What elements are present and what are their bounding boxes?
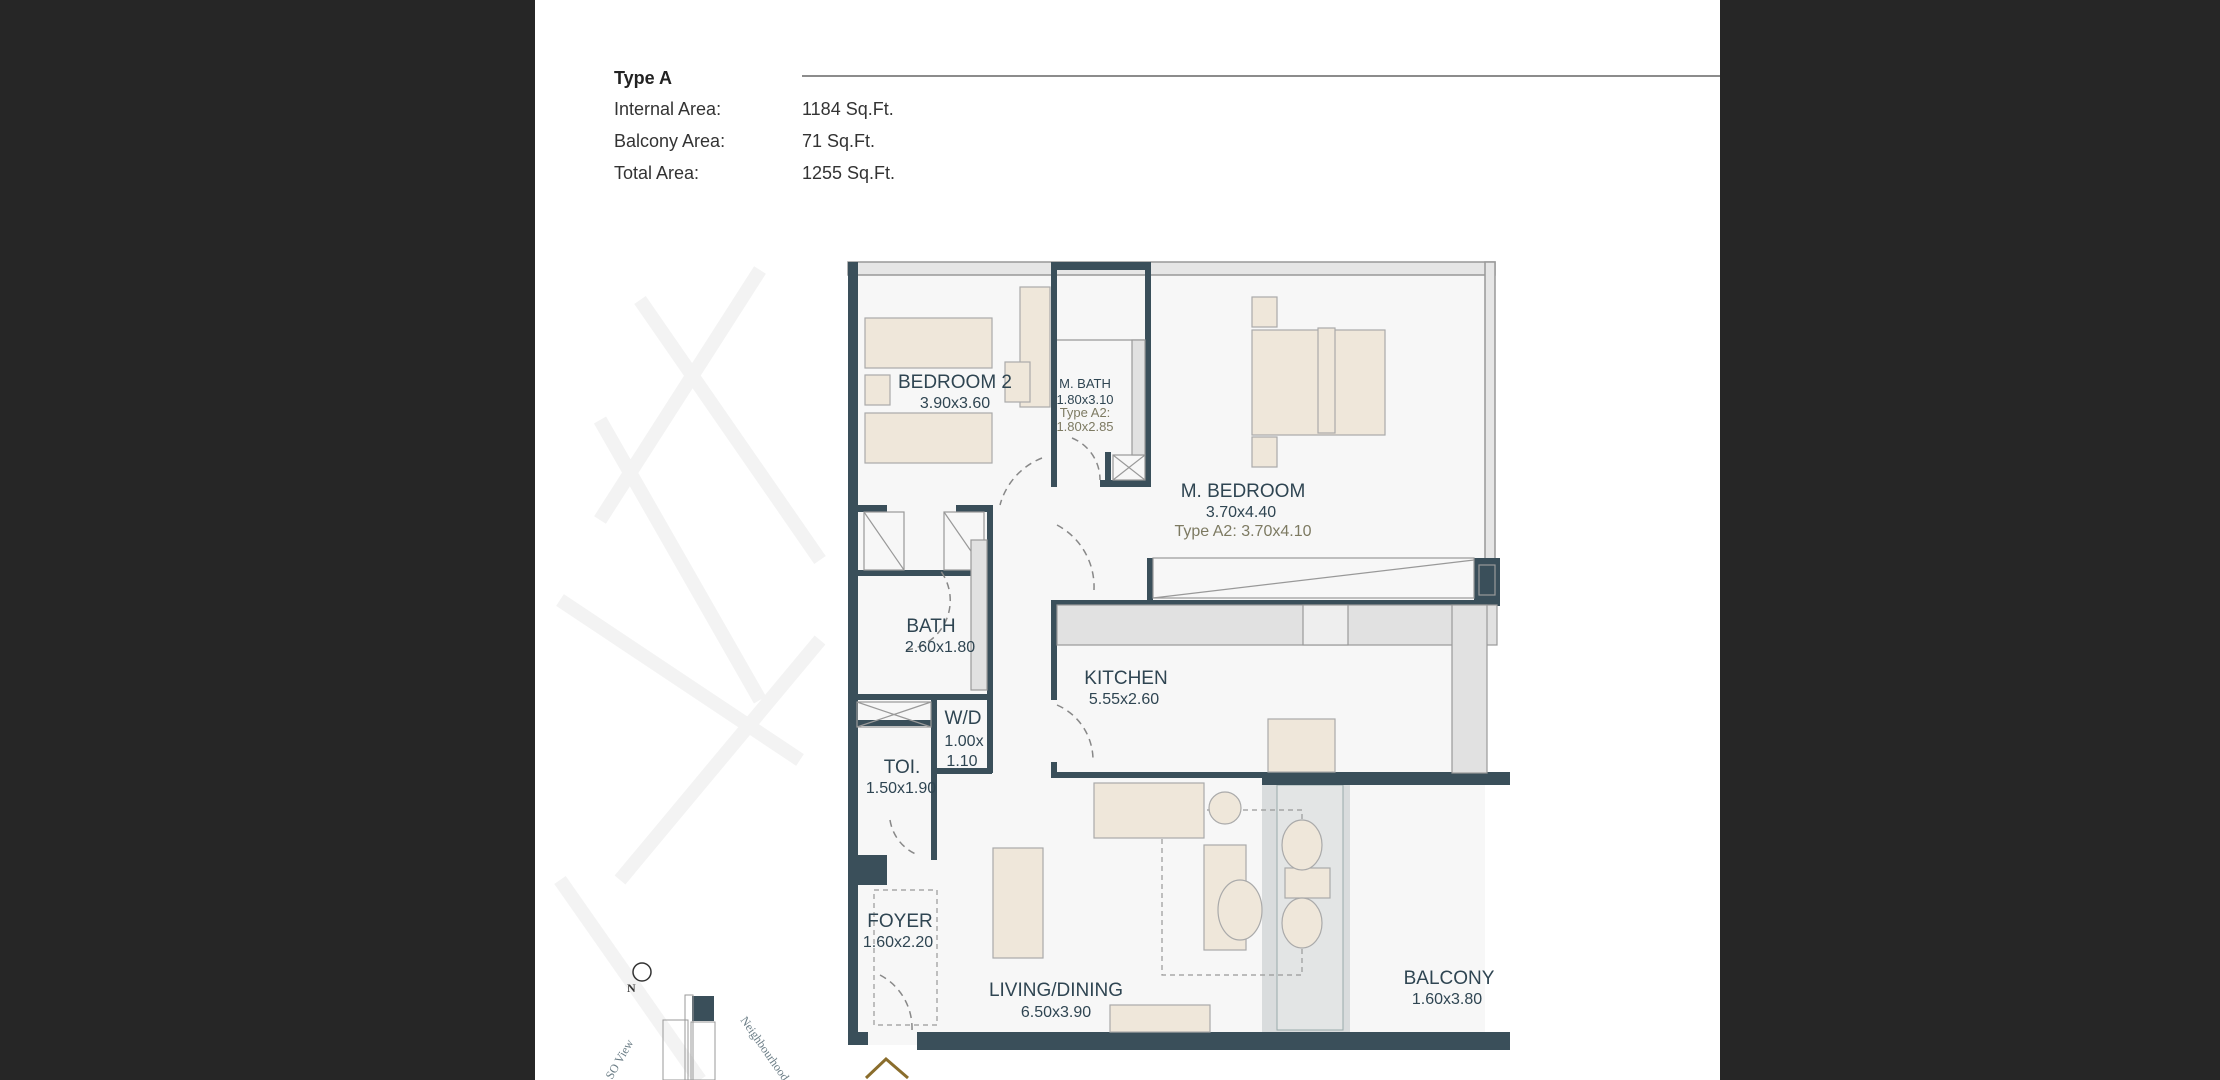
internal-area-label: Internal Area: <box>614 99 722 119</box>
walls <box>848 262 1510 1050</box>
wd-size-line1: 1.00x <box>944 733 983 750</box>
unit-type-heading: Type A <box>614 68 673 88</box>
foyer-size: 1.60x2.20 <box>863 934 933 951</box>
view-label-left: SO View <box>602 1037 636 1080</box>
mbedroom-size: 3.70x4.40 <box>1206 504 1276 521</box>
entrance-icon <box>864 1056 909 1080</box>
watermark-pattern <box>554 266 826 1080</box>
foyer-name: FOYER <box>867 911 932 932</box>
mbedroom-name: M. BEDROOM <box>1181 481 1306 502</box>
wd-size-line2: 1.10 <box>946 753 977 770</box>
console-icon <box>1109 1004 1211 1033</box>
bed-single-icon <box>864 317 993 369</box>
kitchen-name: KITCHEN <box>1084 668 1167 689</box>
total-area-value: 1255 Sq.Ft. <box>802 163 896 183</box>
furniture <box>864 286 1386 1033</box>
coffee-table-icon <box>1217 879 1263 941</box>
mbath-size: 1.80x3.10 <box>1056 392 1113 407</box>
balcony-table-icon <box>1284 867 1331 899</box>
header-rule <box>802 75 1720 77</box>
mbath-alt-size: 1.80x2.85 <box>1056 419 1113 434</box>
outer-right-wall <box>1484 261 1496 563</box>
bed-single-icon <box>864 412 993 464</box>
unit-location-marker <box>692 996 714 1021</box>
nightstand-icon <box>864 374 891 406</box>
nightstand-icon <box>1251 296 1278 328</box>
north-label: N <box>627 981 636 995</box>
tv-unit-icon <box>1317 327 1336 434</box>
kitchen-table-icon <box>1267 718 1336 773</box>
mbath-name: M. BATH <box>1059 376 1111 391</box>
dining-table-icon <box>992 847 1044 959</box>
balcony-size: 1.60x3.80 <box>1412 991 1482 1008</box>
total-area-label: Total Area: <box>614 163 700 183</box>
living-name: LIVING/DINING <box>989 980 1123 1001</box>
fixtures <box>856 339 1498 1026</box>
nightstand-icon <box>1251 436 1278 468</box>
balcony-area-label: Balcony Area: <box>614 131 726 151</box>
toilet-size: 1.50x1.90 <box>866 780 936 797</box>
mbath-alt-label: Type A2: <box>1060 405 1111 420</box>
bedroom2-name: BEDROOM 2 <box>898 372 1012 393</box>
bath-size: 2.60x1.80 <box>905 639 975 656</box>
mbedroom-alt-size: Type A2: 3.70x4.10 <box>1175 523 1312 540</box>
bath-name: BATH <box>906 616 955 637</box>
sofa-icon <box>1093 782 1205 839</box>
key-plan: N SO View Neighbourhood <box>602 962 793 1080</box>
outer-top-wall <box>847 261 1496 276</box>
room-labels: BEDROOM 2 3.90x3.60 M. BATH 1.80x3.10 Ty… <box>863 372 1495 1021</box>
internal-area-value: 1184 Sq.Ft. <box>802 99 894 119</box>
toilet-name: TOI. <box>884 757 921 778</box>
balcony-area-value: 71 Sq.Ft. <box>802 131 876 151</box>
wd-name: W/D <box>945 708 982 729</box>
chair-icon <box>1004 361 1031 403</box>
door-swings <box>879 437 1101 1031</box>
balcony-name: BALCONY <box>1404 968 1495 989</box>
living-size: 6.50x3.90 <box>1021 1004 1091 1021</box>
kitchen-size: 5.55x2.60 <box>1089 691 1159 708</box>
compass-icon <box>632 962 652 982</box>
lamp-icon <box>1208 791 1242 825</box>
bedroom2-size: 3.90x3.60 <box>920 395 990 412</box>
view-label-right: Neighbourhood <box>738 1014 793 1080</box>
